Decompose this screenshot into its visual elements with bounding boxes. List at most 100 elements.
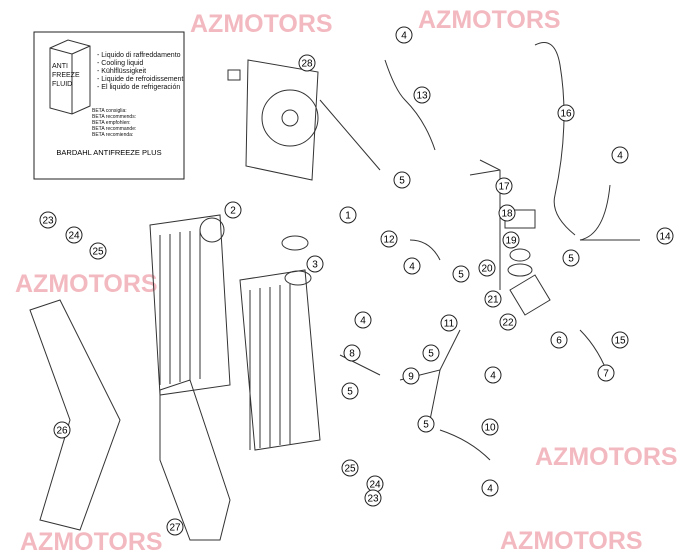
callout-12: 12 — [380, 230, 398, 248]
callout-5: 5 — [422, 344, 440, 362]
callout-24: 24 — [65, 226, 83, 244]
callout-number: 11 — [444, 319, 455, 330]
callout-3: 3 — [306, 255, 324, 273]
callout-26: 26 — [53, 421, 71, 439]
callout-11: 11 — [440, 314, 458, 332]
watermark-text: AZMOTORS — [190, 10, 333, 38]
callout-number: 4 — [490, 371, 496, 382]
callout-5: 5 — [417, 415, 435, 433]
callout-number: 12 — [383, 235, 395, 246]
hose-14 — [579, 184, 640, 241]
beta-line: BETA recomienda: — [92, 132, 133, 138]
info-box-frame — [33, 31, 185, 180]
callout-13: 13 — [413, 86, 431, 104]
hose-10 — [439, 429, 491, 461]
liquid-line: - Cooling liquid — [97, 60, 143, 67]
callout-number: 5 — [458, 270, 464, 281]
callout-15: 15 — [611, 331, 629, 349]
callout-5: 5 — [341, 382, 359, 400]
callout-18: 18 — [498, 204, 516, 222]
callout-23: 23 — [364, 489, 382, 507]
callout-number: 24 — [68, 231, 80, 242]
callout-4: 4 — [611, 146, 629, 164]
liquid-line: - Kühlflüssigkeit — [97, 68, 146, 75]
fan-assembly — [245, 59, 319, 181]
callout-25: 25 — [341, 459, 359, 477]
callout-number: 5 — [347, 387, 353, 398]
callout-number: 7 — [603, 369, 609, 380]
callout-23: 23 — [39, 211, 57, 229]
callout-number: 25 — [92, 247, 104, 258]
callout-number: 28 — [301, 59, 313, 70]
watermark-text: AZMOTORS — [15, 270, 158, 298]
hose-13 — [384, 59, 436, 151]
callout-4: 4 — [395, 26, 413, 44]
callout-number: 24 — [369, 480, 381, 491]
callout-number: 23 — [367, 494, 379, 505]
callout-6: 6 — [550, 331, 568, 349]
callout-number: 19 — [505, 236, 517, 247]
callout-number: 5 — [423, 420, 429, 431]
parts-drawing — [29, 42, 640, 541]
callout-number: 4 — [617, 151, 623, 162]
callout-10: 10 — [481, 418, 499, 436]
callout-17: 17 — [495, 177, 513, 195]
watermarks: AZMOTORS AZMOTORS AZMOTORS AZMOTORS AZMOTORS… — [15, 6, 678, 553]
callout-number: 9 — [408, 372, 414, 383]
callout-24: 24 — [366, 475, 384, 493]
hose-16 — [534, 42, 576, 236]
antifreeze-can-icon — [49, 39, 91, 115]
beta-line: BETA recommande: — [92, 126, 136, 132]
callout-8: 8 — [343, 344, 361, 362]
callout-25: 25 — [89, 242, 107, 260]
callout-number: 2 — [230, 206, 236, 217]
callout-number: 15 — [614, 336, 626, 347]
watermark-text: AZMOTORS — [418, 6, 561, 34]
hose-12 — [409, 239, 441, 261]
callout-number: 5 — [428, 349, 434, 360]
callout-4: 4 — [481, 479, 499, 497]
callout-number: 21 — [487, 295, 499, 306]
callout-28: 28 — [298, 54, 316, 72]
liquid-line: - El liquido de refrigeración — [97, 84, 180, 91]
callout-19: 19 — [502, 231, 520, 249]
can-label: FREEZE — [52, 72, 80, 79]
callout-16: 16 — [557, 104, 575, 122]
callout-number: 18 — [501, 209, 513, 220]
hose-8 — [339, 354, 381, 376]
callout-number: 8 — [349, 349, 355, 360]
callout-number: 23 — [42, 216, 54, 227]
callout-21: 21 — [484, 290, 502, 308]
callout-number: 3 — [312, 260, 318, 271]
callout-number: 5 — [568, 254, 574, 265]
beta-line: BETA recommends: — [92, 114, 136, 120]
product-name: BARDAHL ANTIFREEZE PLUS — [56, 148, 161, 157]
callout-number: 4 — [409, 262, 415, 273]
callout-7: 7 — [597, 364, 615, 382]
callout-number: 17 — [498, 182, 510, 193]
radiator-left — [149, 214, 231, 396]
callout-number: 6 — [556, 336, 562, 347]
callout-number: 20 — [481, 264, 493, 275]
callout-number: 14 — [659, 232, 671, 243]
can-label: ANTI — [52, 63, 68, 70]
watermark-text: AZMOTORS — [500, 527, 643, 553]
callout-5: 5 — [562, 249, 580, 267]
callout-number: 1 — [345, 211, 351, 222]
callout-number: 27 — [169, 523, 181, 534]
watermark-text: AZMOTORS — [535, 443, 678, 471]
callout-20: 20 — [478, 259, 496, 277]
callout-2: 2 — [224, 201, 242, 219]
can-label: FLUID — [52, 81, 72, 88]
info-box: ANTI FREEZE FLUID - Liquido di raffreddame… — [33, 31, 185, 180]
callout-5: 5 — [452, 265, 470, 283]
callout-4: 4 — [484, 366, 502, 384]
liquid-line: - Liquido di raffreddamento — [97, 52, 181, 59]
beta-line: BETA empfohlen: — [92, 120, 131, 126]
callout-1: 1 — [339, 206, 357, 224]
callout-4: 4 — [403, 257, 421, 275]
callout-number: 13 — [416, 91, 428, 102]
callout-27: 27 — [166, 518, 184, 536]
